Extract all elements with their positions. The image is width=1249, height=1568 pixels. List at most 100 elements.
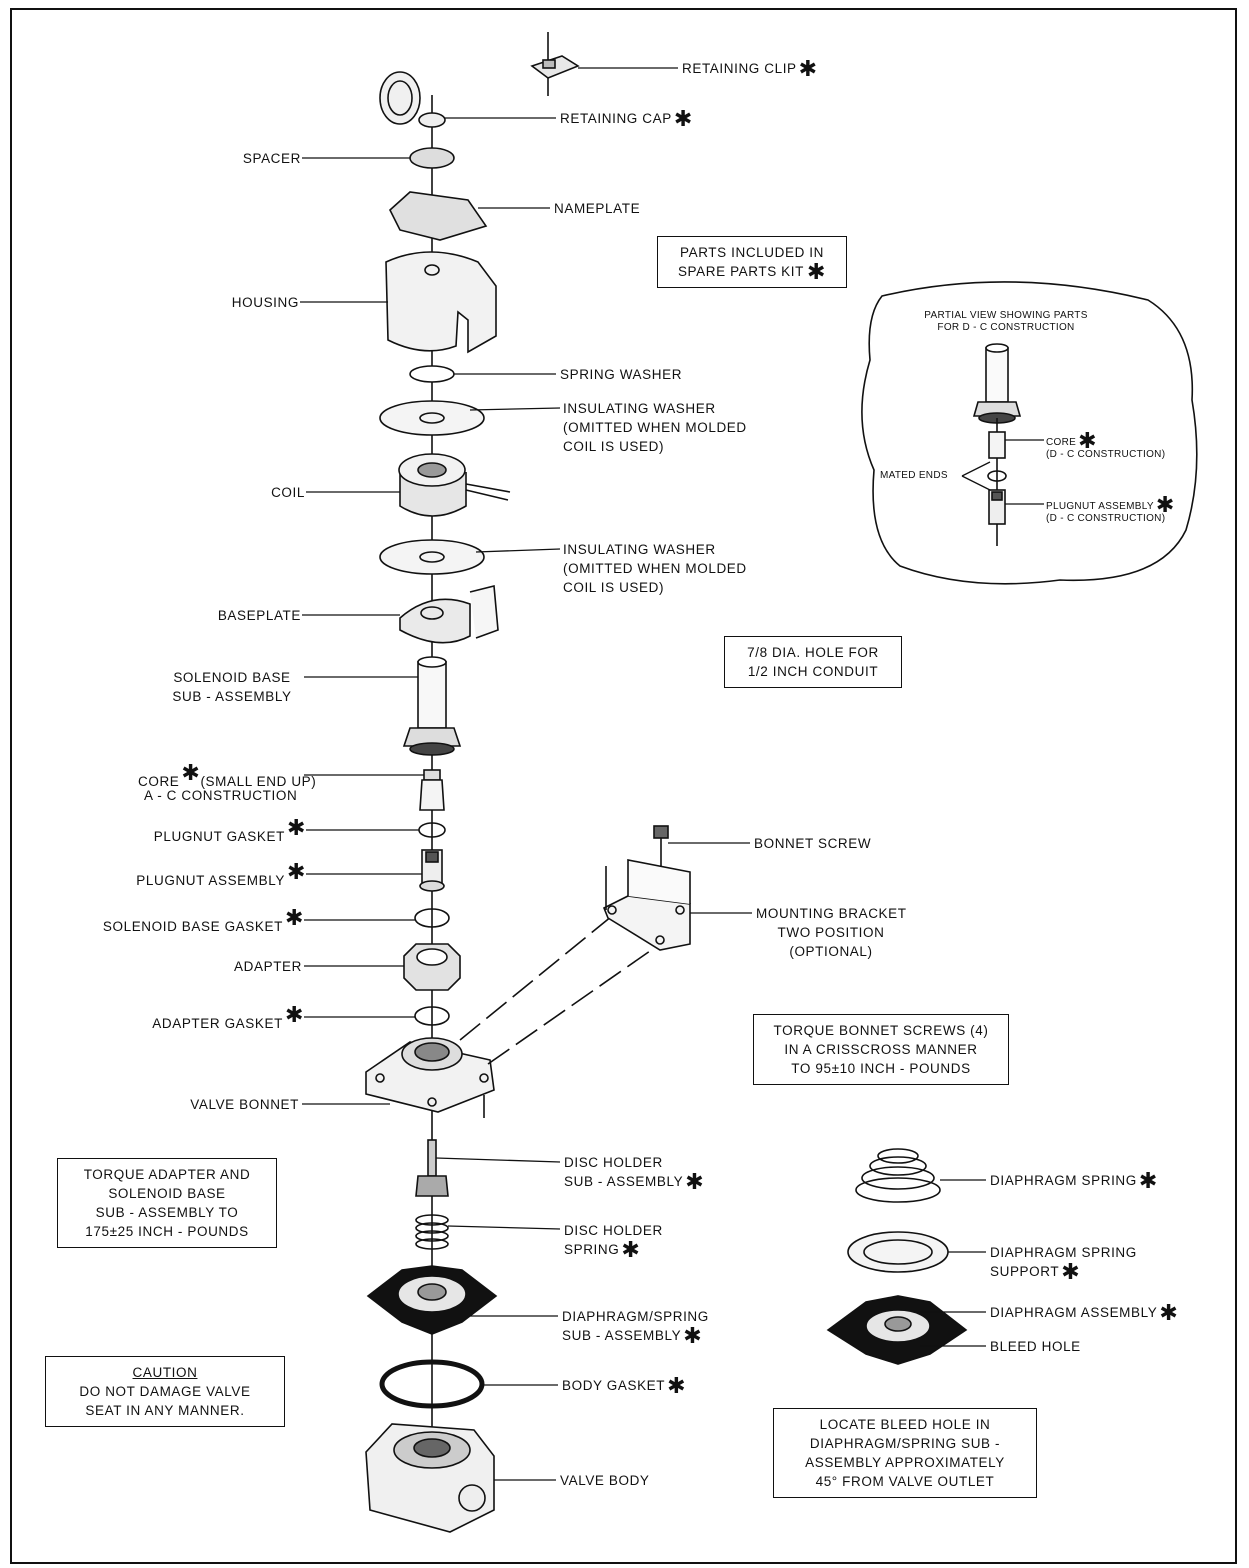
caution-text: DO NOT DAMAGE VALVE SEAT IN ANY MANNER.: [79, 1384, 251, 1418]
leader-insulating-washer-1: [469, 407, 561, 411]
leader-pv-mated-1: [961, 461, 991, 477]
disc-holder-part: [415, 1139, 449, 1197]
asterisk-mark: ✱: [286, 815, 306, 840]
note-torque-bonnet: TORQUE BONNET SCREWS (4) IN A CRISSCROSS…: [753, 1014, 1009, 1085]
spring-washer-part: [409, 365, 455, 383]
asterisk-mark: ✱: [286, 859, 306, 884]
adapter-gasket-part: [414, 1006, 450, 1026]
label-bonnet-screw: BONNET SCREW: [754, 836, 872, 851]
retaining-clip-part: [530, 55, 580, 79]
partial-view-title: PARTIAL VIEW SHOWING PARTS FOR D - C CON…: [924, 310, 1088, 333]
diaphragm-spring-detail: [855, 1148, 941, 1203]
asterisk-mark: ✱: [284, 1002, 304, 1027]
asterisk-mark: ✱: [673, 106, 693, 131]
label-bleed-hole: BLEED HOLE: [990, 1339, 1081, 1354]
partial-view-solenoid-base: [972, 343, 1022, 424]
label-core-ac-construction: A - C CONSTRUCTION: [144, 788, 298, 803]
plugnut-assembly-part: [419, 849, 445, 892]
note-spare-parts-kit: PARTS INCLUDED IN SPARE PARTS KIT✱: [657, 236, 847, 288]
note-caution: CAUTION DO NOT DAMAGE VALVE SEAT IN ANY M…: [45, 1356, 285, 1427]
disc-holder-spring-part: [415, 1214, 449, 1250]
label-retaining-cap: RETAINING CAP✱: [560, 106, 693, 131]
partial-view-gasket: [987, 470, 1007, 482]
asterisk-mark: ✱: [284, 905, 304, 930]
label-nameplate: NAMEPLATE: [554, 201, 641, 216]
asterisk-mark: ✱: [806, 259, 827, 284]
label-diaphragm-assembly: DIAPHRAGM ASSEMBLY✱: [990, 1300, 1179, 1325]
solenoid-base-gasket-part: [414, 908, 450, 928]
body-gasket-part: [379, 1359, 485, 1409]
bracket-leader-dashed-1: [459, 915, 613, 1041]
label-solenoid-base-gasket: SOLENOID BASE GASKET✱: [102, 905, 304, 935]
label-spacer: SPACER: [242, 151, 301, 166]
label-valve-bonnet: VALVE BONNET: [190, 1097, 299, 1112]
baseplate-part: [399, 584, 499, 644]
core-part: [419, 769, 445, 811]
valve-body-part: [365, 1423, 495, 1533]
diaphragm-spring-sub-part: [366, 1265, 498, 1335]
label-mounting-bracket: MOUNTING BRACKET TWO POSITION (OPTIONAL): [756, 906, 907, 959]
label-baseplate: BASEPLATE: [217, 608, 301, 623]
leader-insulating-washer-2: [475, 548, 561, 553]
insulating-washer-part-1: [379, 400, 485, 436]
coil-part: [398, 453, 511, 517]
label-valve-body: VALVE BODY: [560, 1473, 650, 1488]
asterisk-mark: ✱: [798, 56, 818, 81]
diaphragm-spring-support-detail: [847, 1231, 949, 1273]
label-insulating-washer-2: INSULATING WASHER (OMITTED WHEN MOLDED C…: [563, 542, 747, 595]
label-spring-washer: SPRING WASHER: [560, 367, 683, 382]
housing-part: [385, 251, 497, 354]
label-coil: COIL: [271, 485, 305, 500]
asterisk-mark: ✱: [667, 1373, 687, 1398]
label-insulating-washer-1: INSULATING WASHER (OMITTED WHEN MOLDED C…: [563, 401, 747, 454]
asterisk-mark: ✱: [685, 1169, 705, 1194]
label-adapter: ADAPTER: [234, 959, 302, 974]
insulating-washer-part-2: [379, 539, 485, 575]
asterisk-mark: ✱: [1061, 1259, 1081, 1284]
asterisk-mark: ✱: [1159, 1300, 1179, 1325]
valve-bonnet-part: [365, 1037, 495, 1118]
asterisk-mark: ✱: [1078, 428, 1097, 453]
note-conduit-hole: 7/8 DIA. HOLE FOR 1/2 INCH CONDUIT: [724, 636, 902, 688]
label-core-ac: CORE✱(SMALL END UP): [138, 760, 317, 790]
partial-view-outline: [861, 281, 1198, 585]
note-torque-adapter: TORQUE ADAPTER AND SOLENOID BASE SUB - A…: [57, 1158, 277, 1248]
leader-disc-holder: [435, 1157, 561, 1163]
adapter-part: [403, 943, 461, 991]
label-diaphragm-spring: DIAPHRAGM SPRING✱: [990, 1168, 1158, 1193]
label-solenoid-base-sub: SOLENOID BASE SUB - ASSEMBLY: [172, 670, 292, 704]
asterisk-mark: ✱: [181, 760, 201, 785]
asterisk-mark: ✱: [621, 1237, 641, 1262]
label-plugnut-assembly: PLUGNUT ASSEMBLY✱: [136, 859, 306, 889]
asterisk-mark: ✱: [1155, 492, 1175, 517]
partial-view-plugnut: [988, 489, 1006, 525]
partial-view-core: [988, 431, 1006, 459]
label-body-gasket: BODY GASKET✱: [562, 1373, 687, 1398]
label-adapter-gasket: ADAPTER GASKET✱: [152, 1002, 304, 1032]
drawing-frame: [10, 8, 1237, 1564]
retaining-cap-part: [379, 71, 446, 128]
solenoid-base-part: [402, 656, 462, 756]
leader-disc-holder-spring: [447, 1225, 561, 1230]
partial-view-label-mated-ends: MATED ENDS: [880, 470, 948, 481]
leader-pv-mated-2: [961, 475, 991, 491]
mounting-bracket-part: [602, 859, 691, 951]
caution-title: CAUTION: [132, 1365, 198, 1380]
spacer-part: [409, 147, 455, 169]
partial-view-label-core: CORE✱(D - C CONSTRUCTION): [1046, 428, 1166, 461]
partial-view-label-plugnut: PLUGNUT ASSEMBLY✱(D - C CONSTRUCTION): [1046, 492, 1175, 525]
note-bleed-hole: LOCATE BLEED HOLE IN DIAPHRAGM/SPRING SU…: [773, 1408, 1037, 1498]
asterisk-mark: ✱: [1138, 1168, 1158, 1193]
label-retaining-clip: RETAINING CLIP✱: [682, 56, 818, 81]
label-plugnut-gasket: PLUGNUT GASKET✱: [153, 815, 306, 845]
nameplate-part: [389, 191, 488, 241]
diaphragm-assembly-detail: [826, 1295, 968, 1365]
bracket-leader-dashed-2: [487, 943, 661, 1065]
label-housing: HOUSING: [231, 295, 299, 310]
asterisk-mark: ✱: [683, 1323, 703, 1348]
